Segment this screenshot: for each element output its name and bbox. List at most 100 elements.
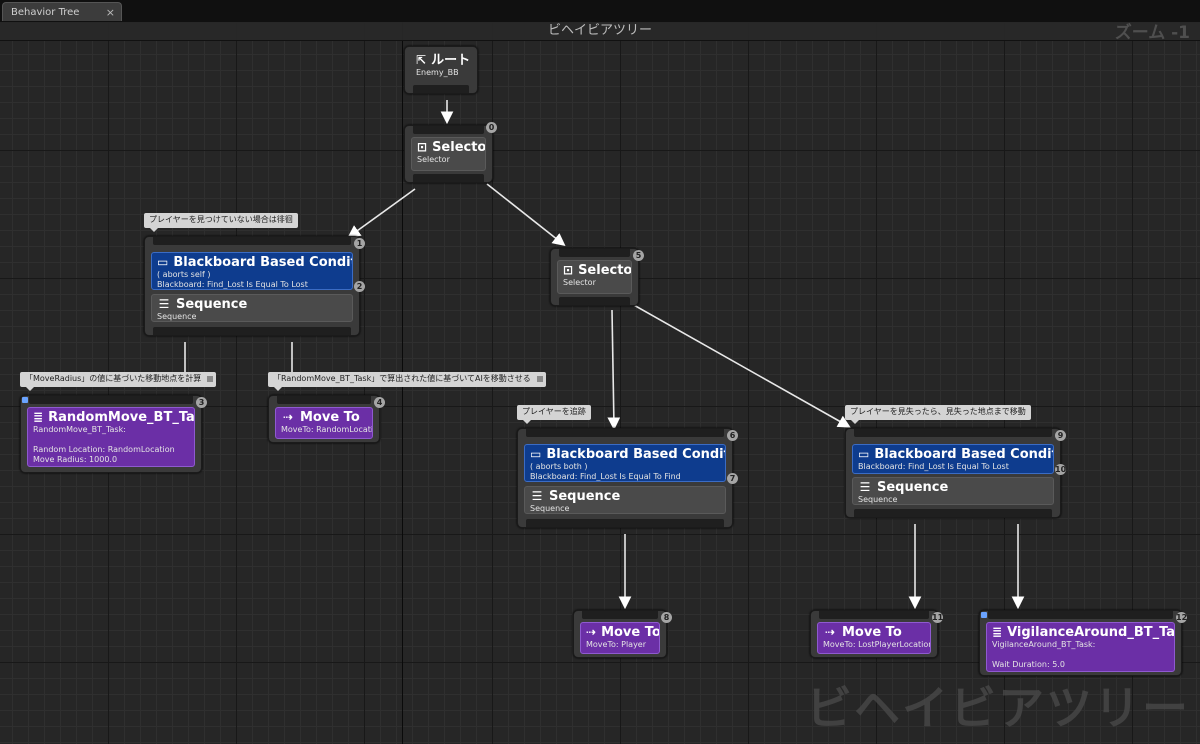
selector5-output-pin[interactable] [559,297,630,305]
bb-mid-input-pin[interactable] [526,429,724,437]
move-to-icon: ⇢ [824,625,836,639]
moveto-title: Move To [300,410,360,425]
bb-condition-node-left[interactable]: ▭ Blackboard Based Condition ( aborts sel… [144,236,365,336]
selector0-output-pin[interactable] [413,174,484,182]
comment-toggle-icon[interactable] [207,376,214,382]
random-move-input-pin[interactable] [29,396,193,404]
selector0-sub: Selector [417,155,450,164]
sequence-sub: Sequence [858,495,898,504]
moveto-node-4[interactable]: ⇢Move To MoveTo: RandomLocation 4 [268,395,385,443]
execution-index-badge: 12 [1176,612,1188,623]
bb-left-input-pin[interactable] [153,237,351,245]
execution-index-badge: 2 [354,281,365,292]
execution-index-badge: 6 [727,430,738,441]
task-title: VigilanceAround_BT_Task [1007,625,1175,640]
decorator-title: Blackboard Based Condition [173,255,352,270]
moveto-target: MoveTo: Player [586,640,647,649]
bb-mid-output-pin[interactable] [526,519,724,527]
selector5-input-pin[interactable] [559,249,630,257]
breakpoint-flag-icon [981,612,987,618]
tab-bar: Behavior Tree × [0,0,1200,23]
tab-close-icon[interactable]: × [105,6,115,19]
tab-behavior-tree[interactable]: Behavior Tree × [2,2,122,21]
execution-index-badge: 9 [1055,430,1066,441]
move-to-icon: ⇢ [586,625,597,639]
wire-selector5-bb-right [631,303,851,428]
vigilance-input-pin[interactable] [988,611,1173,619]
comment-bubble[interactable]: プレイヤーを追跡 [517,405,591,424]
wire-selector0-bb-left [347,188,416,238]
comment-text: 「MoveRadius」の値に基づいた移動地点を計算 [25,374,202,383]
task-param-move-radius: Move Radius: 1000.0 [33,455,118,464]
moveto4-input-pin[interactable] [277,396,371,404]
graph-title-bar: ビヘイビアツリー ズーム -1 [0,22,1200,43]
decorator-abort-mode: ( aborts both ) [530,462,588,471]
execution-index-badge: 11 [932,612,944,623]
selector5-sub: Selector [563,278,596,287]
execution-index-badge: 3 [196,397,207,408]
bb-condition-node-mid[interactable]: ▭ Blackboard Based Condition ( aborts bot… [517,428,738,528]
selector-node-5[interactable]: ⊡Selector Selector 5 [550,248,644,306]
sequence-icon: ☰ [158,297,170,311]
sequence-sub: Sequence [157,312,197,321]
execution-index-badge: 8 [661,612,672,623]
comment-text: プレイヤーを見失ったら、見失った地点まで移動 [850,407,1026,416]
moveto8-input-pin[interactable] [582,611,658,619]
task-node-vigilance-around[interactable]: ≣ VigilanceAround_BT_Task VigilanceAround… [979,610,1187,676]
selector5-title: Selector [578,263,632,278]
decorator-condition: Blackboard: Find_Lost Is Equal To Find [530,472,681,481]
sequence-icon: ☰ [531,489,543,503]
selector0-input-pin[interactable] [413,126,484,134]
zoom-indicator: ズーム -1 [1114,23,1190,43]
moveto-node-11[interactable]: ⇢ Move To MoveTo: LostPlayerLocation 11 [810,610,943,658]
move-to-icon: ⇢ [282,410,294,424]
decorator-title: Blackboard Based Condition [874,447,1053,462]
comment-bubble[interactable]: 「MoveRadius」の値に基づいた移動地点を計算 [20,372,217,391]
wires [184,100,1025,610]
execution-index-badge: 1 [354,238,365,249]
moveto-target: MoveTo: LostPlayerLocation [823,640,931,649]
root-title: ルート [431,53,471,68]
blackboard-icon: ▭ [530,447,542,461]
moveto-node-8[interactable]: ⇢Move To MoveTo: Player 8 [573,610,672,658]
decorator-title: Blackboard Based Condition [546,447,725,462]
graph-watermark: ビヘイビアツリー [806,681,1190,735]
comment-bubble[interactable]: プレイヤーを見つけていない場合は徘徊 [144,213,298,232]
task-icon: ≣ [992,625,1003,639]
wire-selector5-bb-mid [607,309,621,431]
execution-index-badge: 0 [486,122,497,133]
moveto11-input-pin[interactable] [819,611,929,619]
task-node-random-move[interactable]: ≣RandomMove_BT_Task RandomMove_BT_Task: … [20,395,207,473]
wire-selector0-selector5 [486,183,566,246]
comment-bubble[interactable]: プレイヤーを見失ったら、見失った地点まで移動 [845,405,1031,424]
root-output-pin[interactable] [413,85,469,93]
comment-bubble[interactable]: 「RandomMove_BT_Task」で算出された値に基づいてAIを移動させる [268,372,546,391]
decorator-condition: Blackboard: Find_Lost Is Equal To Lost [157,280,308,289]
task-param-random-location: Random Location: RandomLocation [33,445,175,454]
moveto-title: Move To [842,625,902,640]
bb-right-output-pin[interactable] [854,509,1052,517]
decorator-condition: Blackboard: Find_Lost Is Equal To Lost [858,462,1009,471]
selector-node-0[interactable]: ⊡Selector Selector 0 [404,122,497,183]
task-param-wait-duration: Wait Duration: 5.0 [992,660,1065,669]
selector0-title: Selector [432,140,486,155]
breakpoint-flag-icon [22,397,28,403]
comment-toggle-icon[interactable] [536,376,543,382]
tab-label: Behavior Tree [11,7,80,18]
root-node[interactable]: ⇱ ルート Enemy_BB [404,46,478,94]
graph-canvas[interactable]: ビヘイビアツリー ズーム -1 ⇱ ルート Enemy_BB ⊡Selector … [0,22,1200,744]
bb-right-input-pin[interactable] [854,429,1052,437]
execution-index-badge: 10 [1055,464,1067,475]
decorator-abort-mode: ( aborts self ) [157,270,211,279]
bb-left-output-pin[interactable] [153,327,351,335]
sequence-icon: ☰ [859,480,871,494]
bb-condition-node-right[interactable]: ▭ Blackboard Based Condition Blackboard: … [845,428,1066,518]
root-arrow-icon: ⇱ [416,53,427,67]
blackboard-icon: ▭ [157,255,169,269]
sequence-title: Sequence [549,489,621,504]
task-class: VigilanceAround_BT_Task: [992,640,1096,649]
execution-index-badge: 7 [727,473,738,484]
blackboard-icon: ▭ [858,447,870,461]
root-blackboard: Enemy_BB [416,68,459,77]
selector-icon: ⊡ [417,140,428,154]
